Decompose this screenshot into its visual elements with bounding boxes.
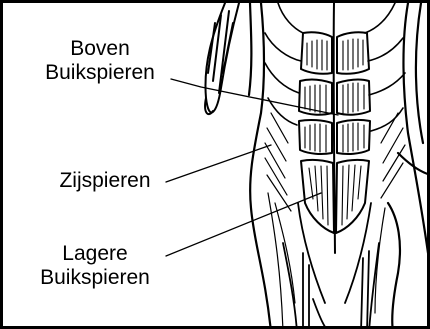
label-obliques-text: Zijspieren [45, 169, 165, 193]
leader-line-lower-abs [166, 193, 321, 256]
label-upper-abs-line2: Buikspieren [27, 61, 173, 85]
torso-right-outline [388, 3, 430, 329]
label-upper-abs-line1: Boven [27, 37, 173, 61]
leader-line-upper-abs [171, 79, 338, 115]
left-arm-muscle [205, 3, 239, 114]
lower-abdomen-lines [283, 203, 379, 329]
label-obliques: Zijspieren [45, 169, 165, 193]
label-upper-abs: Boven Buikspieren [27, 37, 173, 85]
label-lower-abs: Lagere Buikspieren [23, 242, 167, 290]
label-lower-abs-line2: Buikspieren [23, 266, 167, 290]
leader-line-obliques [166, 145, 271, 182]
torso-left-outline [249, 3, 271, 329]
rib-cage-lines [265, 3, 405, 131]
label-lower-abs-line1: Lagere [23, 242, 167, 266]
